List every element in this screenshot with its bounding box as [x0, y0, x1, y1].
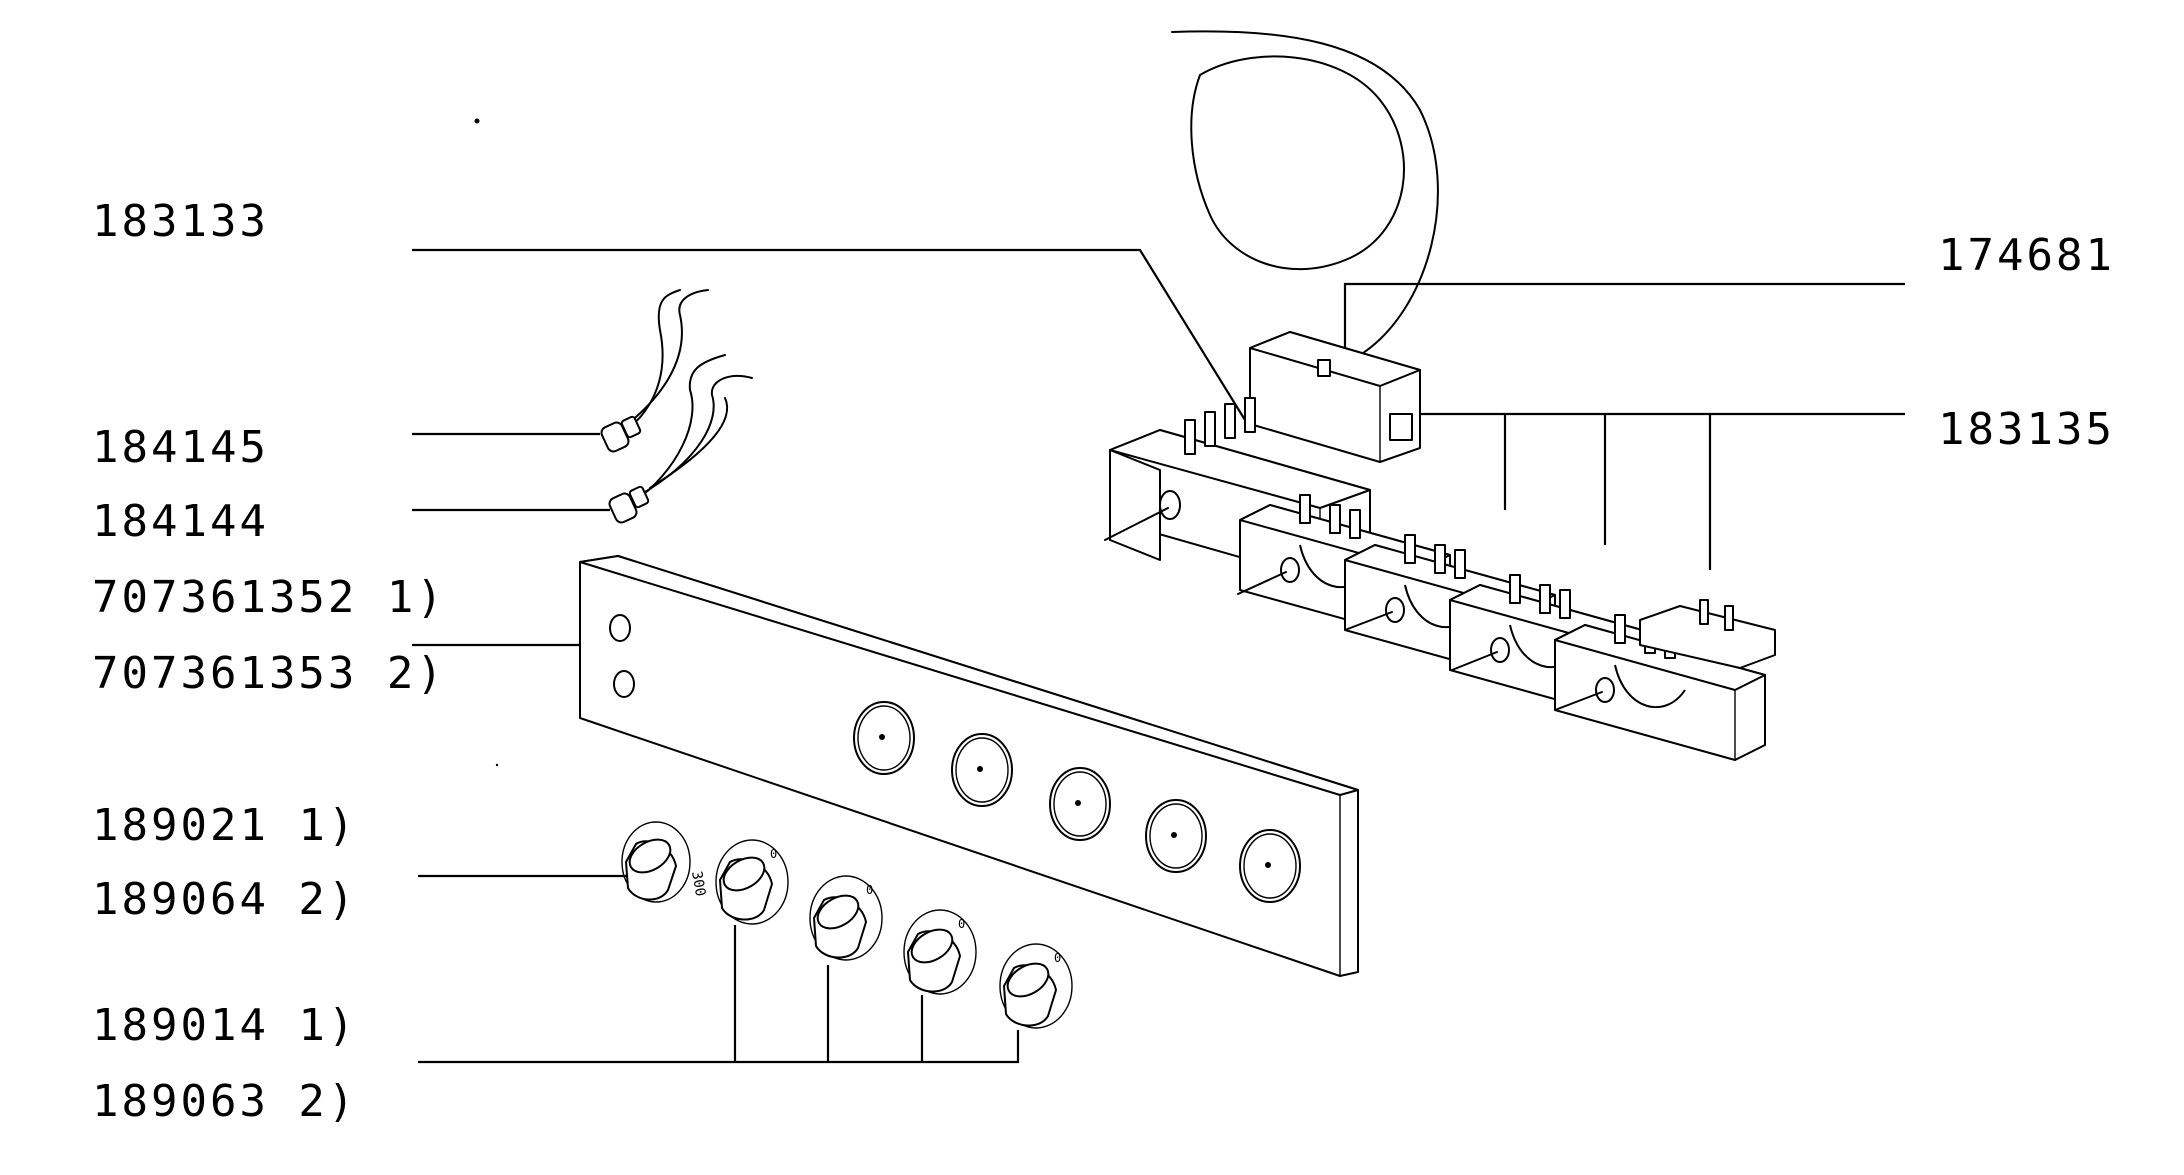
knob-scale-mark: 300 — [688, 870, 708, 898]
label-189014: 189014 1) — [92, 1000, 357, 1051]
speck — [495, 763, 499, 767]
knob-hole-3 — [1049, 767, 1111, 841]
label-189064: 189064 2) — [92, 874, 357, 925]
label-189063: 189063 2) — [92, 1076, 357, 1127]
knob-189014-a: 0 — [715, 839, 789, 925]
speck — [474, 118, 480, 124]
knob-189014-c: 0 — [903, 909, 977, 995]
label-707361352: 707361352 1) — [92, 572, 446, 623]
indicator-hole-2 — [613, 670, 635, 698]
knob-hole-5 — [1239, 829, 1301, 903]
knob-hole-4 — [1145, 799, 1207, 873]
knob-189021: 300 — [621, 821, 708, 903]
switch-end-bracket — [1639, 599, 1776, 669]
leader-183133 — [412, 248, 1246, 421]
leader-189014 — [418, 1030, 1020, 1064]
knob-scale-mark: 0 — [1054, 951, 1061, 965]
knob-189014-d: 0 — [999, 943, 1073, 1029]
indicator-lamps-wiring — [600, 289, 753, 524]
label-707361353: 707361353 2) — [92, 648, 446, 699]
knob-hole-1 — [853, 701, 915, 775]
knob-scale-mark: 0 — [770, 847, 777, 861]
knob-scale-mark: 0 — [958, 917, 965, 931]
label-184144: 184144 — [92, 496, 269, 547]
knob-scale-mark: 0 — [866, 883, 873, 897]
indicator-hole-1 — [609, 614, 631, 642]
knob-189014-b: 0 — [809, 875, 883, 961]
control-panel — [579, 555, 1359, 977]
lamp-184145 — [600, 415, 642, 453]
label-184145: 184145 — [92, 422, 269, 473]
thermostat-capillary — [1171, 30, 1439, 356]
label-174681: 174681 — [1938, 230, 2115, 281]
leader-174681 — [1343, 282, 1905, 370]
label-183135: 183135 — [1938, 404, 2115, 455]
thermostat-174681 — [1249, 331, 1421, 463]
switch-assembly — [1104, 331, 1776, 761]
switch-183135-4 — [1554, 614, 1766, 761]
knob-hole-2 — [951, 733, 1013, 807]
label-183133: 183133 — [92, 196, 269, 247]
lamp-184144 — [608, 485, 650, 524]
label-189021: 189021 1) — [92, 800, 357, 851]
